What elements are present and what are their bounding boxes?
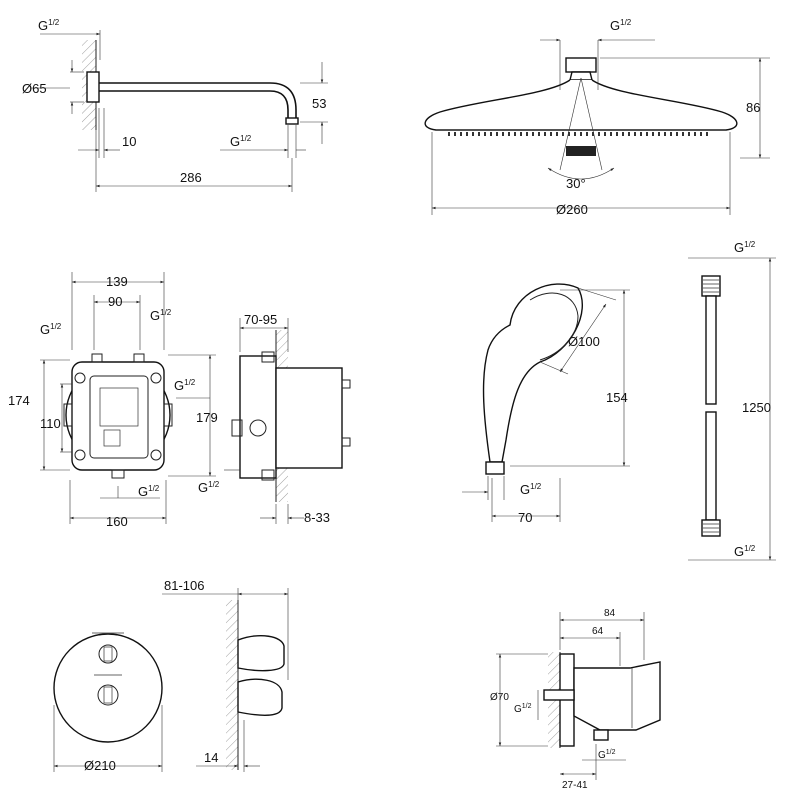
hand-thread-label: G1/2 <box>520 482 542 497</box>
box-thread-tl-label: G1/2 <box>40 322 62 337</box>
box-side-wall-label: 8-33 <box>304 510 330 525</box>
head-angle-label: 30° <box>566 176 586 191</box>
trim-diameter-label: Ø210 <box>84 758 116 773</box>
outlet-inner-width-label: 64 <box>592 626 604 637</box>
outlet-thread-side-label: G1/2 <box>514 703 532 715</box>
hand-length-label: 154 <box>606 390 628 405</box>
box-inner-width-label: 90 <box>108 294 122 309</box>
head-height-label: 86 <box>746 100 760 115</box>
trim-plate <box>53 633 163 743</box>
head-shower-body <box>424 79 738 131</box>
head-shower-drawing: G1/2 86 30° Ø260 <box>424 18 770 217</box>
outlet-range-label: 27-41 <box>562 780 588 791</box>
arm-thread-end-label: G1/2 <box>230 134 252 149</box>
hand-width-label: 70 <box>518 510 532 525</box>
wall-outlet-drawing: 84 64 Ø70 G1/2 G1/2 27-41 <box>490 608 661 791</box>
wall-flange <box>86 71 100 103</box>
outlet-diameter-label: Ø70 <box>490 692 509 703</box>
trim-offset-label: 14 <box>204 750 218 765</box>
box-side-body <box>239 355 277 479</box>
arm-pipe <box>99 82 297 120</box>
arm-thread-top-label: G1/2 <box>38 18 60 33</box>
hose-length-label: 1250 <box>742 400 771 415</box>
hand-shower-body <box>482 283 583 463</box>
box-height-right-label: 179 <box>196 410 218 425</box>
hose-drawing: G1/2 1250 G1/2 <box>688 240 776 561</box>
head-diameter-label: Ø260 <box>556 202 588 217</box>
box-side-drawing: 70-95 G1/2 8-33 <box>198 312 351 525</box>
box-width-top-label: 139 <box>106 274 128 289</box>
hand-diameter-label: Ø100 <box>568 334 600 349</box>
arm-drop-label: 53 <box>312 96 326 111</box>
box-front-drawing: 139 90 G1/2 G1/2 G1/2 G1/2 174 110 179 1… <box>8 272 218 529</box>
hose-thread-bottom-label: G1/2 <box>734 544 756 559</box>
hand-shower-drawing: Ø100 154 G1/2 70 <box>462 283 630 525</box>
box-height-outer-label: 174 <box>8 393 30 408</box>
head-thread-label: G1/2 <box>610 18 632 33</box>
hose-thread-top-label: G1/2 <box>734 240 756 255</box>
outlet-thread-bottom-label: G1/2 <box>598 749 616 761</box>
box-thread-right-label: G1/2 <box>174 378 196 393</box>
trim-depth-label: 81-106 <box>164 578 204 593</box>
trim-drawing: 81-106 Ø210 14 <box>53 578 289 773</box>
arm-diameter-label: Ø65 <box>22 81 47 96</box>
box-thread-tr-label: G1/2 <box>150 308 172 323</box>
box-side-thread-label: G1/2 <box>198 480 220 495</box>
box-side-depth-label: 70-95 <box>244 312 277 327</box>
box-width-bottom-label: 160 <box>106 514 128 529</box>
box-thread-bottom-label: G1/2 <box>138 484 160 499</box>
outlet-width-label: 84 <box>604 608 616 619</box>
box-height-inner-label: 110 <box>40 416 61 431</box>
arm-length-label: 286 <box>180 170 202 185</box>
outlet-body <box>573 661 661 731</box>
shower-arm-drawing: G1/2 Ø65 10 G1/2 53 286 <box>22 18 328 192</box>
arm-width-label: 10 <box>122 134 136 149</box>
